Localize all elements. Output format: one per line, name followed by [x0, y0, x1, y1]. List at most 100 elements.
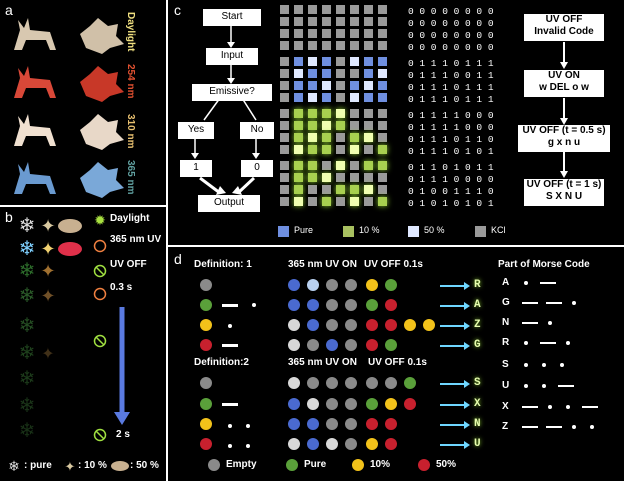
state-dot — [200, 438, 212, 450]
state-dot — [345, 339, 357, 351]
grid-cell — [336, 41, 345, 50]
state-dot — [366, 339, 378, 351]
snowflake-icon: ❄ — [19, 315, 36, 337]
grid-cell — [308, 81, 317, 90]
grid-cell — [364, 133, 373, 142]
row-label-365: 365 nm — [125, 160, 136, 195]
grid-cell — [308, 17, 317, 26]
decoded-letter: U — [474, 438, 481, 450]
grid-cell — [364, 93, 373, 102]
fc-yes: Yes — [178, 122, 214, 139]
sparkle-icon: ✦ — [40, 261, 55, 281]
grid-cell — [280, 197, 289, 206]
grid-cell — [280, 133, 289, 142]
grid-cell — [350, 145, 359, 154]
state-box-3: UV OFF (t = 0.5 s) g x n u — [518, 125, 610, 152]
grid-cell — [378, 5, 387, 14]
grid-cell — [280, 17, 289, 26]
morse-dash — [522, 322, 538, 324]
grid-cell — [378, 133, 387, 142]
morse-dash — [540, 342, 556, 344]
morse-dot — [524, 363, 528, 367]
morse-dash — [522, 406, 538, 408]
decode-arrow-head — [464, 441, 470, 449]
sparkle-icon: ✦ — [41, 346, 54, 363]
grid-cell — [350, 161, 359, 170]
legend-dot-10 — [352, 459, 364, 471]
binary-row: 0 0 0 0 0 0 0 0 — [408, 30, 494, 41]
morse-letter: G — [502, 297, 510, 308]
state-dot — [288, 418, 300, 430]
grid-cell — [294, 81, 303, 90]
grid-cell — [378, 93, 387, 102]
state-4-title: UV OFF (t = 1 s) — [526, 179, 602, 190]
grid-cell — [336, 69, 345, 78]
grid-cell — [308, 161, 317, 170]
binary-row: 0 1 1 1 0 1 1 1 — [408, 82, 494, 93]
snowflake-icon: ❄ — [19, 260, 36, 282]
state-dot — [366, 377, 378, 389]
grid-cell — [308, 133, 317, 142]
panel-a-photos — [14, 18, 124, 198]
grid-cell — [378, 145, 387, 154]
state-dot — [366, 438, 378, 450]
legend-uv-off: UV OFF — [110, 259, 147, 270]
row-label-310: 310 nm — [125, 114, 136, 149]
state-dot — [404, 319, 416, 331]
morse-dot — [228, 324, 232, 328]
state-dot — [423, 319, 435, 331]
legend-label-10: 10 % — [359, 225, 380, 235]
legend-swatch-kcl — [475, 226, 486, 237]
morse-title: Part of Morse Code — [498, 259, 590, 270]
state-3-title: UV OFF (t = 0.5 s) — [522, 125, 606, 136]
decoded-letter: A — [474, 299, 481, 311]
state-1-title: UV OFF — [545, 14, 583, 25]
decoded-letter: X — [474, 398, 481, 410]
state-dot — [326, 339, 338, 351]
smile-icon — [93, 287, 107, 301]
grid-cell — [294, 121, 303, 130]
grid-cell — [294, 133, 303, 142]
grid-cell — [364, 121, 373, 130]
grid-cell — [294, 197, 303, 206]
grid-cell — [294, 5, 303, 14]
state-dot — [385, 319, 397, 331]
state-dot — [288, 438, 300, 450]
state-box-2: UV ON w DEL o w — [524, 70, 604, 97]
legend-dot-pure — [286, 459, 298, 471]
state-dot — [326, 319, 338, 331]
grid-cell — [308, 109, 317, 118]
grid-cell — [364, 173, 373, 182]
panel-b-label: b — [5, 209, 13, 225]
decode-arrow — [440, 305, 466, 307]
state-dot — [200, 377, 212, 389]
panel-d-label: d — [174, 251, 182, 267]
row-label-254: 254 nm — [125, 64, 136, 99]
state-dot — [288, 398, 300, 410]
panel-c: c Start Input Emissive? Yes No 1 0 Outpu… — [168, 0, 624, 245]
snowflake-icon: ❄ — [19, 420, 36, 442]
morse-dash — [546, 426, 562, 428]
state-dot — [345, 438, 357, 450]
grid-cell — [294, 29, 303, 38]
grid-cell — [322, 5, 331, 14]
grid-cell — [308, 93, 317, 102]
state-arrows — [560, 42, 568, 178]
def1-uv-on: 365 nm UV ON — [288, 259, 357, 270]
decode-arrow — [440, 325, 466, 327]
legend-label-50: 50 % — [424, 225, 445, 235]
grid-cell — [336, 81, 345, 90]
state-dot — [345, 418, 357, 430]
leaf-silhouette — [80, 66, 124, 102]
grid-cell — [322, 29, 331, 38]
grid-cell — [364, 109, 373, 118]
grid-cell — [350, 109, 359, 118]
decode-arrow — [440, 404, 466, 406]
grid-cell — [294, 173, 303, 182]
binary-row: 0 1 1 0 1 0 1 1 — [408, 162, 494, 173]
binary-row: 0 1 1 1 0 1 1 1 — [408, 94, 494, 105]
morse-dot — [252, 303, 256, 307]
legend-dot-empty — [208, 459, 220, 471]
binary-row: 0 0 0 0 0 0 0 0 — [408, 18, 494, 29]
